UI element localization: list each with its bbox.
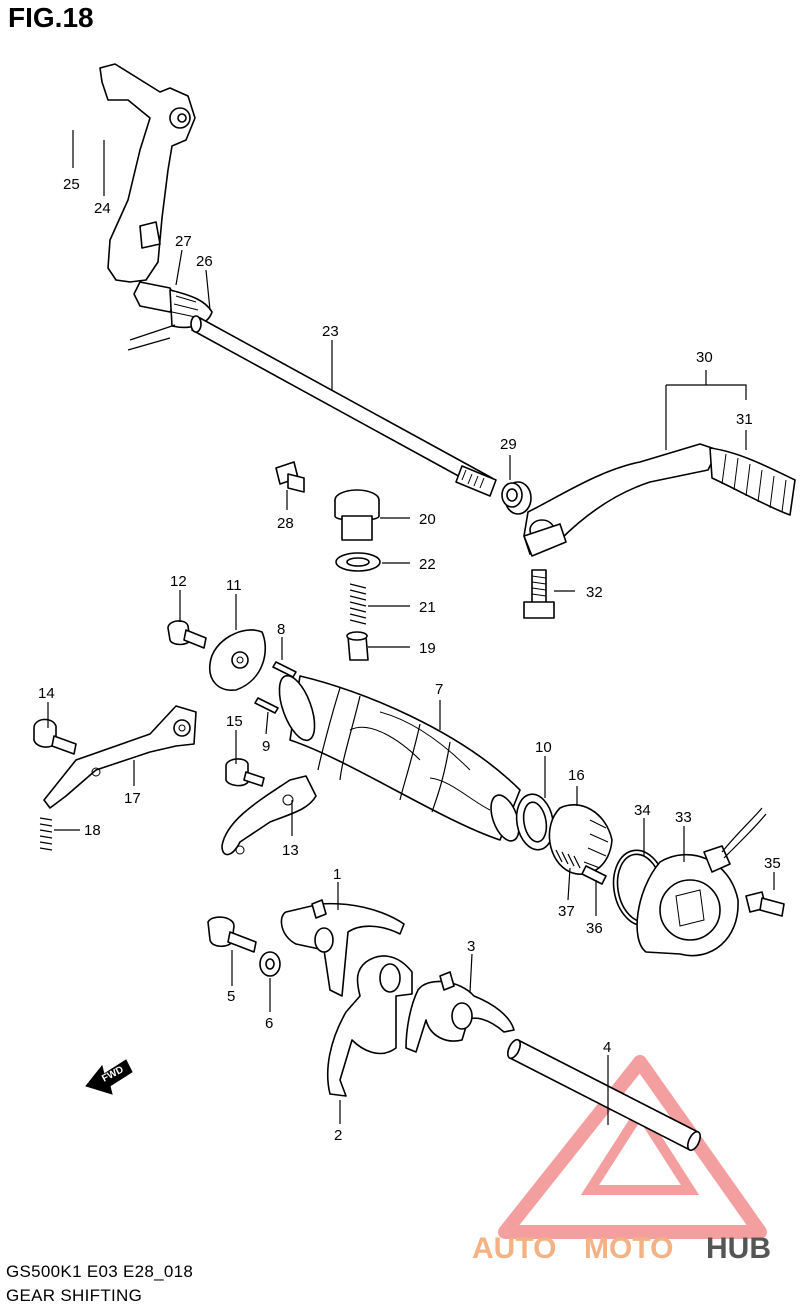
- callout-19: 19: [419, 640, 436, 657]
- callout-15: 15: [226, 713, 243, 730]
- shift-fork-3: [405, 971, 515, 1053]
- plug-bolt: [334, 489, 380, 541]
- callout-21: 21: [419, 599, 436, 616]
- fwd-arrow-icon: FWD: [85, 1059, 133, 1095]
- watermark-text: AUTO MOTO HUB: [472, 1232, 771, 1265]
- callout-2: 2: [334, 1127, 342, 1144]
- fork-bolt: [207, 916, 257, 953]
- callout-9: 9: [262, 738, 270, 755]
- figure-title: FIG.18: [8, 2, 94, 33]
- switch-bolt: [745, 891, 785, 917]
- cam-bearing: [515, 793, 555, 851]
- gearshift-stopper: [346, 631, 369, 661]
- cam-plate: [209, 629, 266, 691]
- cam-guide: [548, 803, 613, 875]
- callout-labels: 1 2 3 4 5 6 7 8 9 10 11 12 13 14 15 16 1…: [38, 176, 781, 1144]
- callout-35: 35: [764, 855, 781, 872]
- callout-25: 25: [63, 176, 80, 193]
- callout-17: 17: [124, 790, 141, 807]
- callout-24: 24: [94, 200, 111, 217]
- shift-arm: [99, 63, 213, 351]
- footer-section: GEAR SHIFTING: [6, 1286, 143, 1305]
- callout-33: 33: [675, 809, 692, 826]
- callout-16: 16: [568, 767, 585, 784]
- shift-fork-2: [326, 955, 413, 1097]
- callout-27: 27: [175, 233, 192, 250]
- stopper-spring: [349, 583, 367, 625]
- footer-model: GS500K1 E03 E28_018: [6, 1262, 194, 1281]
- fork-washer: [259, 951, 281, 977]
- callout-14: 14: [38, 685, 55, 702]
- leader-lines: [47, 130, 775, 1125]
- callout-36: 36: [586, 920, 603, 937]
- shift-pedal: [523, 443, 796, 557]
- watermark-part2: MOTO: [584, 1232, 673, 1265]
- callout-8: 8: [277, 621, 285, 638]
- callout-22: 22: [419, 556, 436, 573]
- callout-5: 5: [227, 988, 235, 1005]
- callout-11: 11: [226, 577, 242, 594]
- callout-29: 29: [500, 436, 517, 453]
- callout-26: 26: [196, 253, 213, 270]
- arm-spring: [39, 817, 53, 851]
- callout-1: 1: [333, 866, 341, 883]
- callout-6: 6: [265, 1015, 273, 1032]
- gearshift-cam: [278, 674, 521, 842]
- arm-bolt: [33, 718, 77, 755]
- shift-fork-1: [280, 899, 405, 997]
- shift-shaft: [190, 315, 497, 497]
- callout-7: 7: [435, 681, 443, 698]
- callout-30: 30: [696, 349, 713, 366]
- small-plug: [275, 461, 305, 493]
- callout-31: 31: [736, 411, 753, 428]
- callout-10: 10: [535, 739, 552, 756]
- guide-pin: [581, 865, 607, 885]
- gear-position-switch: [636, 807, 767, 957]
- callout-4: 4: [603, 1039, 611, 1056]
- callout-18: 18: [84, 822, 101, 839]
- fork-shaft: [507, 1038, 701, 1152]
- cam-stopper-plate: [221, 775, 317, 856]
- callout-3: 3: [467, 938, 475, 955]
- watermark-part3: HUB: [706, 1232, 771, 1265]
- cam-bolt: [167, 620, 207, 649]
- callout-13: 13: [282, 842, 299, 859]
- watermark-logo: [498, 1055, 767, 1239]
- bush: [501, 481, 532, 515]
- gearshift-arm: [43, 705, 197, 809]
- guide-spring: [555, 849, 581, 869]
- callout-37: 37: [558, 903, 575, 920]
- callout-32: 32: [586, 584, 603, 601]
- pedal-bolt: [523, 569, 555, 619]
- watermark-part1: AUTO: [472, 1232, 556, 1265]
- callout-28: 28: [277, 515, 294, 532]
- callout-12: 12: [170, 573, 187, 590]
- callout-34: 34: [634, 802, 651, 819]
- stopper-bolt: [225, 758, 265, 787]
- plug-washer: [335, 552, 381, 572]
- callout-20: 20: [419, 511, 436, 528]
- callout-23: 23: [322, 323, 339, 340]
